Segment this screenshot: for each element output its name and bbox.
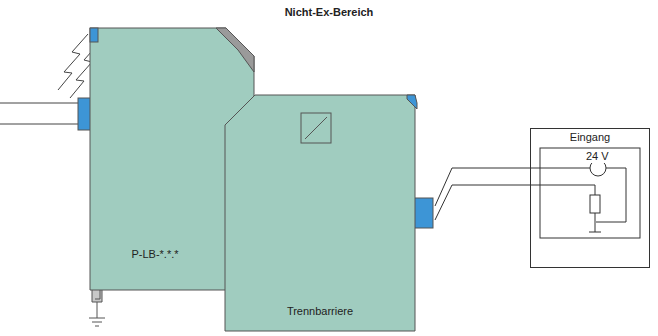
node-label: P-LB-*.*.* <box>131 248 178 261</box>
node-label: Trennbarriere <box>287 305 353 318</box>
diagram-title: Nicht-Ex-Bereich <box>0 6 658 19</box>
isolation-barrier-shape <box>225 95 435 332</box>
signal-wire <box>435 168 530 206</box>
signal-wire <box>435 185 530 220</box>
voltage-label: 24 V <box>585 150 610 163</box>
isolation-barrier: Trennbarriere <box>225 95 435 332</box>
input-card: Eingang <box>530 128 650 268</box>
field-wire <box>0 103 80 124</box>
input-card-shape <box>530 128 650 268</box>
input-panel <box>540 148 640 238</box>
node-label: Eingang <box>570 131 610 144</box>
input-circuit <box>530 160 626 232</box>
